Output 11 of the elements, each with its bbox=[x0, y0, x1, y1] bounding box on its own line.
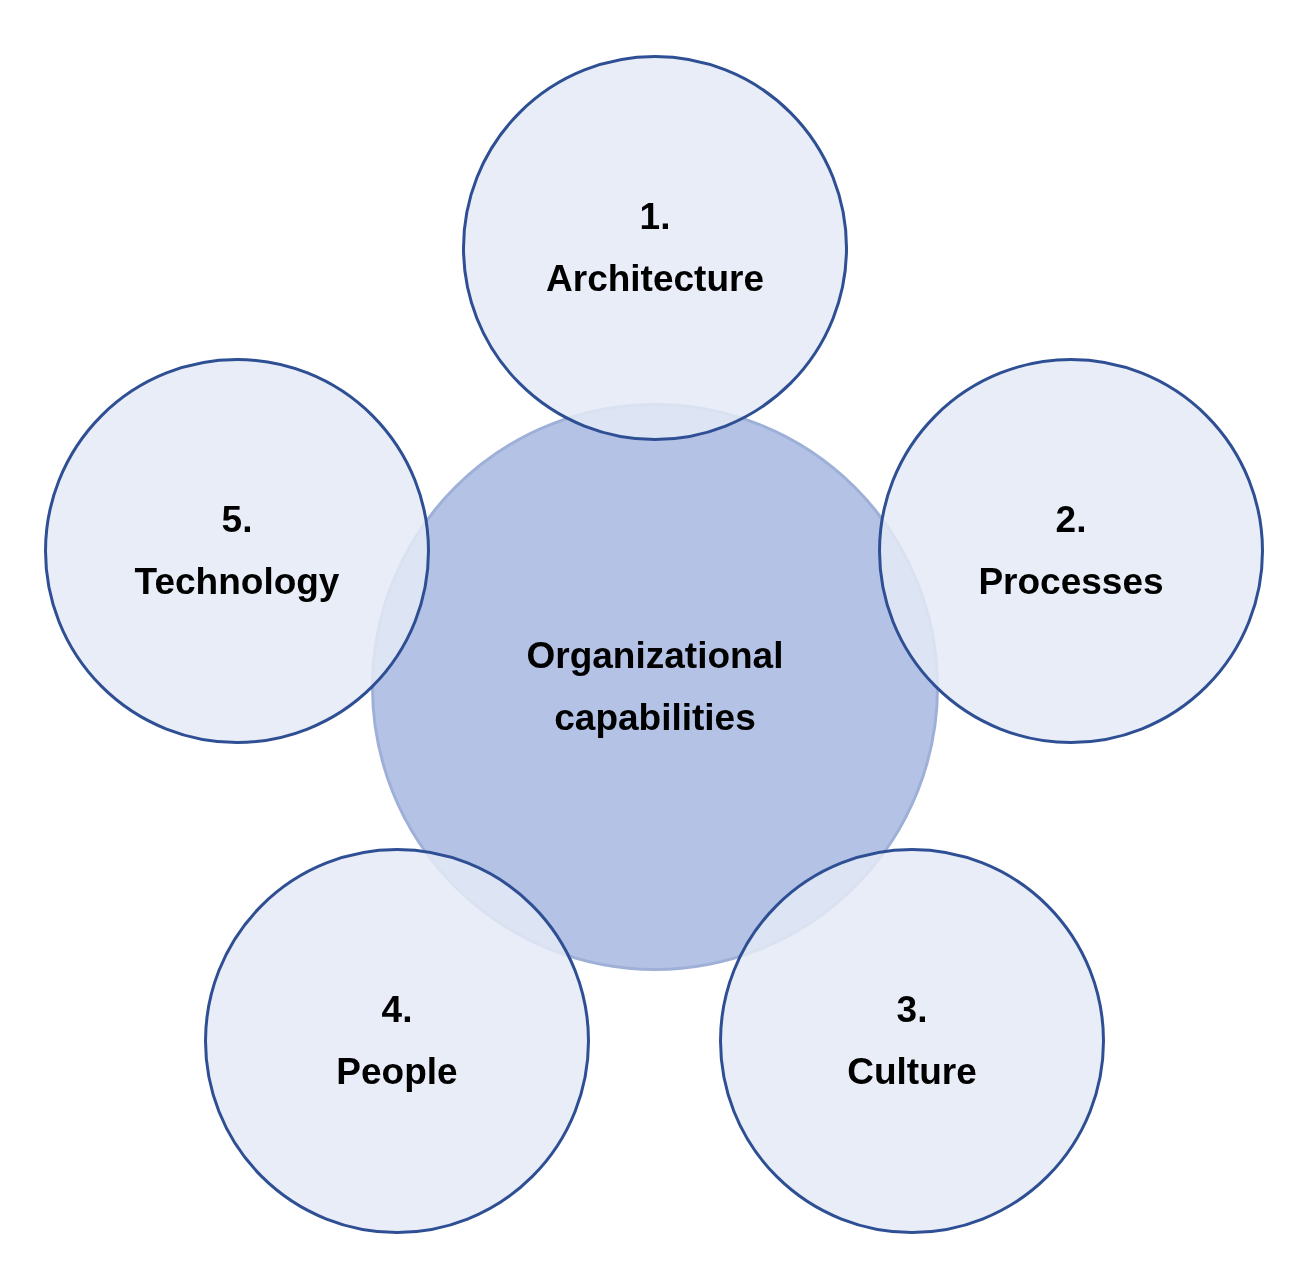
circle-label: Technology bbox=[134, 560, 340, 604]
number-label: 3. bbox=[896, 988, 928, 1032]
circle-label: People bbox=[336, 1050, 458, 1094]
number-label: 1. bbox=[639, 195, 671, 239]
circle-label: Architecture bbox=[546, 257, 764, 301]
circle-label: Culture bbox=[847, 1050, 977, 1094]
number-label: 2. bbox=[1055, 498, 1087, 542]
center-label: Organizational capabilities bbox=[525, 634, 785, 740]
number-label: 5. bbox=[221, 498, 253, 542]
circle-label: Processes bbox=[978, 560, 1164, 604]
number-label: 4. bbox=[381, 988, 413, 1032]
